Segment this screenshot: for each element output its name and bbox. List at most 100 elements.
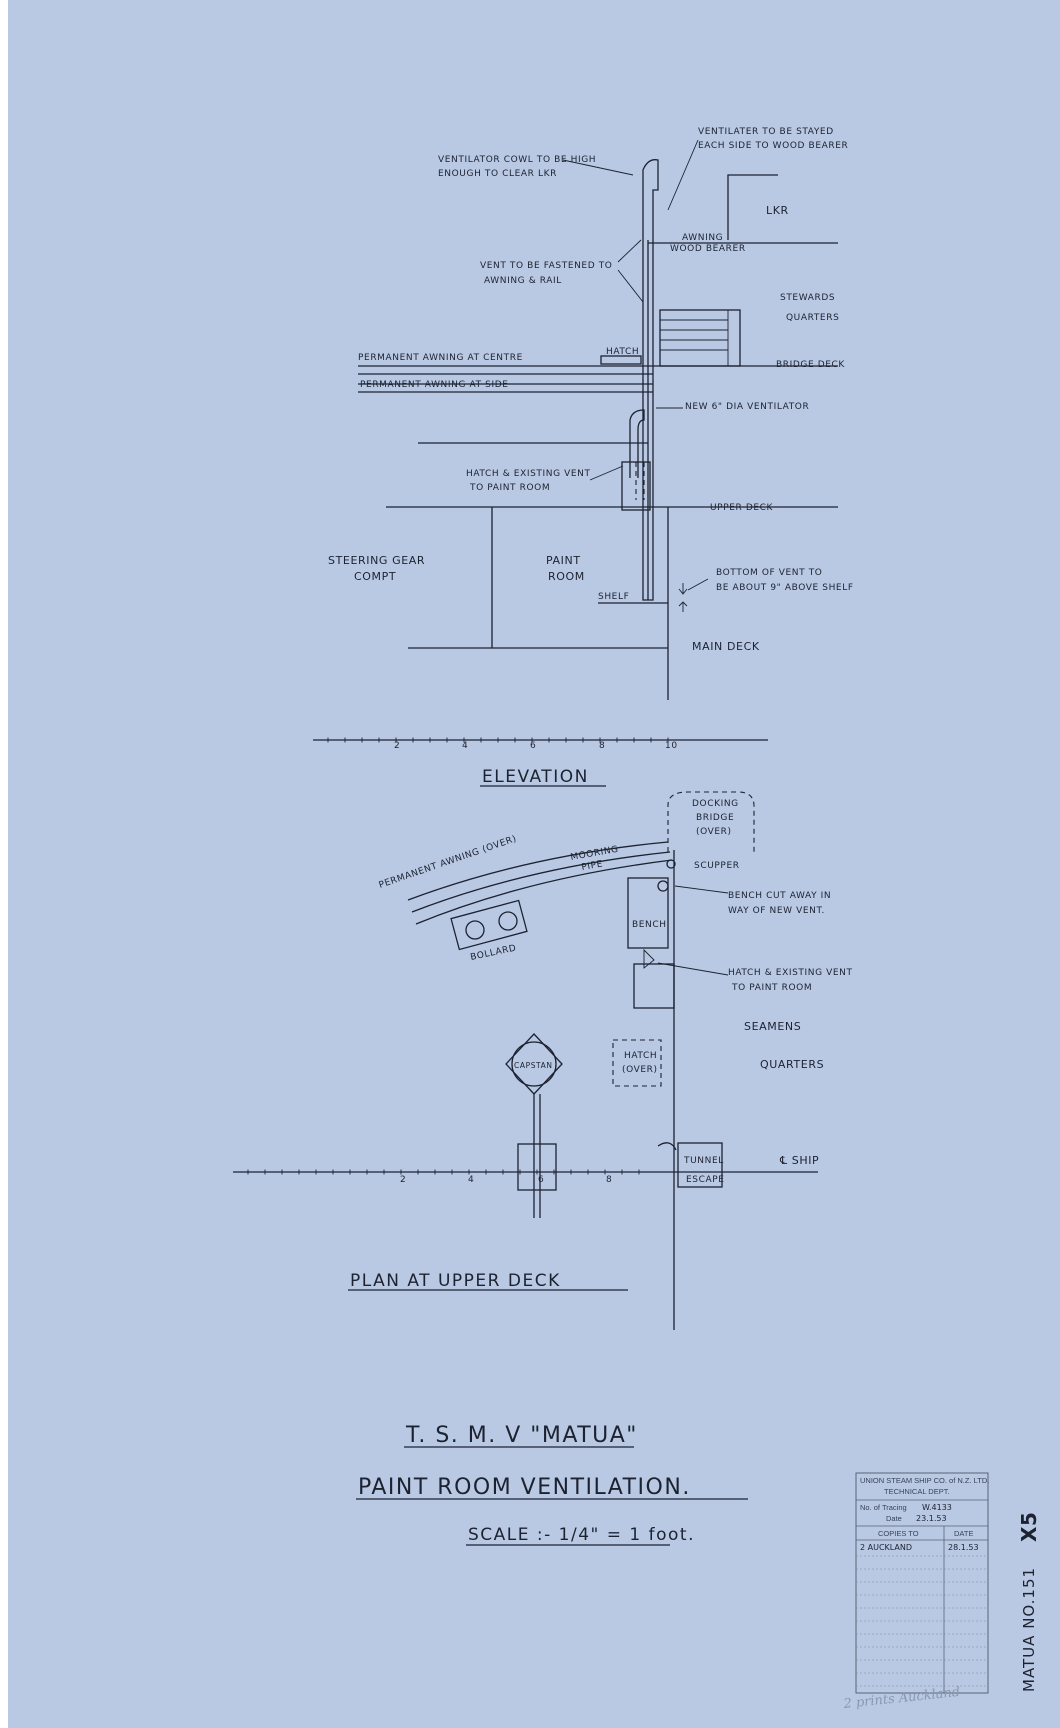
label-bottom-vent-2: BE ABOUT 9" ABOVE SHELF xyxy=(716,583,854,593)
elevation-view: VENTILATOR COWL TO BE HIGH ENOUGH TO CLE… xyxy=(313,127,854,787)
label-awning: AWNING xyxy=(682,233,723,243)
plan-tick-label: 8 xyxy=(606,1175,612,1185)
capstan-circle xyxy=(511,1041,557,1087)
scale-note: SCALE :- 1/4" = 1 foot. xyxy=(468,1525,695,1545)
margin-notes: MATUA NO.151 X5 2 prints Auckland xyxy=(842,1511,1041,1712)
stamp-row1-date: 28.1.53 xyxy=(948,1543,979,1552)
bollard xyxy=(450,899,528,951)
label-docking-3: (OVER) xyxy=(696,827,732,837)
leader-stayed xyxy=(667,139,699,211)
label-docking-2: BRIDGE xyxy=(696,813,734,823)
label-upper-deck: UPPER DECK xyxy=(710,503,774,513)
label-stayed-2: EACH SIDE TO WOOD BEARER xyxy=(698,141,848,151)
label-capstan: CAPSTAN xyxy=(514,1061,553,1070)
awning-curve-2 xyxy=(411,851,671,913)
new-vent-plan xyxy=(657,880,669,892)
stamp-tracing-label: No. of Tracing xyxy=(860,1503,907,1512)
label-fastened-1: VENT TO BE FASTENED TO xyxy=(480,261,613,271)
leader-cowl xyxy=(562,159,634,176)
plan-tick-marks xyxy=(247,1169,640,1175)
plan-title: PLAN AT UPPER DECK xyxy=(350,1271,561,1291)
stamp-company: UNION STEAM SHIP CO. of N.Z. LTD. xyxy=(860,1476,989,1485)
elevation-scale-bar: 2 4 6 8 10 xyxy=(313,737,768,751)
awning-curve-3 xyxy=(415,859,673,925)
scale-tick-label: 6 xyxy=(530,741,536,751)
label-mooring-2: PIPE xyxy=(581,859,604,873)
existing-vent-hidden xyxy=(635,462,645,500)
subject-title: PAINT ROOM VENTILATION. xyxy=(358,1475,691,1500)
scale-tick-label: 2 xyxy=(394,741,400,751)
leader-hatch-existing xyxy=(589,465,624,481)
bench xyxy=(627,877,669,949)
bollard-post xyxy=(465,920,485,940)
drawing-canvas: VENTILATOR COWL TO BE HIGH ENOUGH TO CLE… xyxy=(233,127,1041,1712)
title-block: T. S. M. V "MATUA" PAINT ROOM VENTILATIO… xyxy=(356,1423,748,1546)
stamp-tracing-no: W.4133 xyxy=(922,1503,952,1512)
scale-tick-label: 10 xyxy=(665,741,678,751)
tunnel-escape-box xyxy=(677,1142,723,1188)
stamp-date-label: Date xyxy=(886,1514,902,1523)
label-bench: BENCH xyxy=(632,920,667,930)
plan-tick-label: 4 xyxy=(468,1175,474,1185)
label-hatch-existing-1: HATCH & EXISTING VENT xyxy=(466,469,591,479)
leader-fastened xyxy=(617,239,644,303)
label-cl-ship: ℄ SHIP xyxy=(779,1154,819,1167)
hatch-over-plan xyxy=(612,1039,662,1087)
label-hatch: HATCH xyxy=(606,347,639,357)
leader-bottom-vent xyxy=(687,578,709,591)
capstan-base xyxy=(517,1143,557,1191)
leader-bench-cut xyxy=(674,885,729,894)
label-scupper: SCUPPER xyxy=(694,861,740,871)
label-bottom-vent-1: BOTTOM OF VENT TO xyxy=(716,568,822,578)
label-hatch-over-1: HATCH xyxy=(624,1051,657,1061)
label-main-deck: MAIN DECK xyxy=(692,640,760,653)
scale-tick-label: 8 xyxy=(599,741,605,751)
awning-curve-1 xyxy=(407,841,669,901)
plan-view: DOCKING BRIDGE (OVER) PERMANENT AWNING (… xyxy=(233,791,853,1330)
label-escape: ESCAPE xyxy=(686,1175,725,1185)
stamp-row-lines xyxy=(856,1555,988,1687)
label-perm-centre: PERMANENT AWNING AT CENTRE xyxy=(358,353,523,363)
label-perm-side: PERMANENT AWNING AT SIDE xyxy=(360,380,509,390)
label-tunnel: TUNNEL xyxy=(683,1156,724,1166)
hatch-box xyxy=(600,355,642,365)
scupper xyxy=(666,859,676,869)
label-bollard: BOLLARD xyxy=(470,943,518,963)
stamp-date-col: DATE xyxy=(954,1529,973,1538)
label-hatch-existing-2: TO PAINT ROOM xyxy=(469,483,550,493)
blueprint-sheet: VENTILATOR COWL TO BE HIGH ENOUGH TO CLE… xyxy=(8,0,1060,1728)
label-paint-1: PAINT xyxy=(546,554,581,567)
stamp-dept: TECHNICAL DEPT. xyxy=(884,1487,950,1496)
label-bridge-deck: BRIDGE DECK xyxy=(776,360,845,370)
label-hatch-existing-plan-1: HATCH & EXISTING VENT xyxy=(728,968,853,978)
label-cowl-1: VENTILATOR COWL TO BE HIGH xyxy=(438,155,596,165)
label-seamens: SEAMENS xyxy=(744,1020,801,1033)
sheet-code: X5 xyxy=(1017,1511,1041,1542)
label-docking-1: DOCKING xyxy=(692,799,739,809)
label-hatch-existing-plan-2: TO PAINT ROOM xyxy=(731,983,812,993)
label-paint-2: ROOM xyxy=(548,570,585,583)
label-stewards-2: QUARTERS xyxy=(786,313,839,323)
stamp-row1-to: 2 AUCKLAND xyxy=(860,1543,912,1552)
label-cowl-2: ENOUGH TO CLEAR LKR xyxy=(438,169,557,179)
label-steering-1: STEERING GEAR xyxy=(328,554,425,567)
stamp-border xyxy=(855,1472,989,1694)
label-perm-awning: PERMANENT AWNING (OVER) xyxy=(378,834,519,891)
stamp-copies-label: COPIES TO xyxy=(878,1529,919,1538)
bollard-post xyxy=(498,911,518,931)
plan-tick-label: 6 xyxy=(538,1175,544,1185)
scale-tick-label: 4 xyxy=(462,741,468,751)
label-fastened-2: AWNING & RAIL xyxy=(484,276,562,286)
label-hatch-over-2: (OVER) xyxy=(622,1065,658,1075)
dimension-arrows xyxy=(678,583,688,612)
label-quarters: QUARTERS xyxy=(760,1058,824,1071)
label-wood-bearer: WOOD BEARER xyxy=(670,244,746,254)
signature: 2 prints Auckland xyxy=(842,1685,961,1712)
label-stewards-1: STEWARDS xyxy=(780,293,835,303)
existing-hatch-box xyxy=(621,461,651,511)
elevation-title: ELEVATION xyxy=(482,767,589,787)
label-shelf: SHELF xyxy=(598,592,629,602)
leader-hatch-existing-plan xyxy=(657,962,729,976)
label-stayed-1: VENTILATER TO BE STAYED xyxy=(698,127,834,137)
new-ventilator-pipe xyxy=(642,159,659,601)
